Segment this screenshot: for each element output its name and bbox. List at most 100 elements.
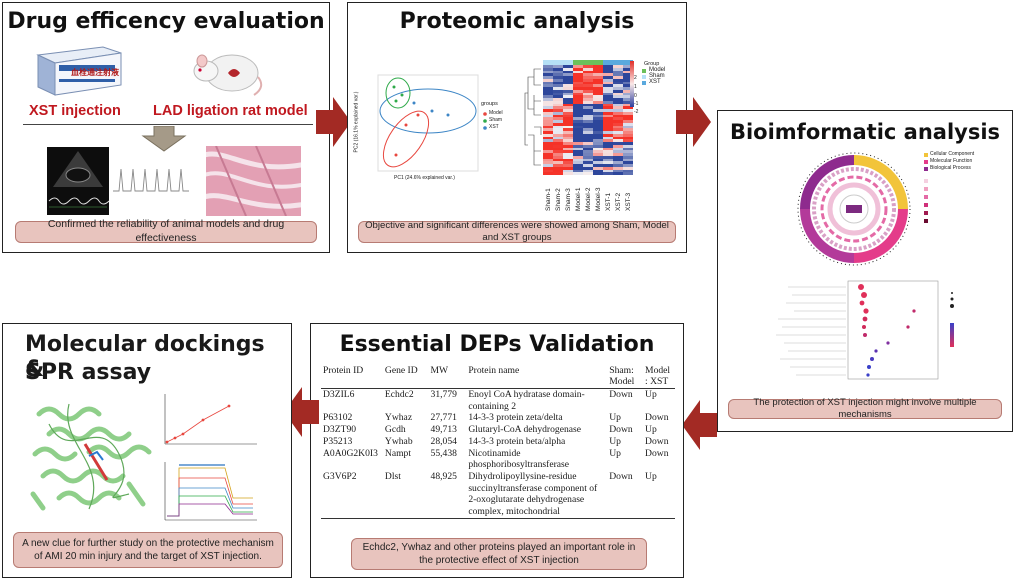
dep-cell-pid: A0A0G2K0I3 [323,447,378,459]
heatmap-cell [553,106,564,110]
heatmap-cell [593,150,604,154]
heatmap-cell [603,111,614,115]
go-legend-bp: Biological Process [930,165,971,171]
heatmap-cell [623,98,634,102]
heatmap-cell [573,144,584,148]
heatmap-cell [613,144,624,148]
heatmap-cell [613,125,624,129]
heatmap-cell [573,166,584,170]
heatmap-cell [613,117,624,121]
heatmap-cell [573,81,584,85]
heatmap-cell [593,120,604,124]
dep-cell-gid: Gcdh [384,424,406,436]
go-legend-mf: Molecular Function [930,158,973,164]
heatmap-cell [573,136,584,140]
heatmap-cell [583,136,594,140]
heatmap-cell [573,158,584,162]
heatmap-cell [583,139,594,143]
heatmap-cell [613,155,624,159]
heatmap-cell [613,106,624,110]
heatmap-cell [583,103,594,107]
right-arrow-icon [316,97,352,152]
heatmap-cell [593,98,604,102]
dep-cell-name: Nicotinamide phosphoribosyltransferase [468,447,570,471]
heatmap-cell [623,142,634,146]
heatmap-cell [543,92,554,96]
dep-cell-sm: Down [607,470,644,519]
heatmap-cell [583,78,594,82]
heatmap-cell [623,92,634,96]
heatmap-cell [583,117,594,121]
heatmap-cell [583,172,594,176]
heatmap-cell [563,147,574,151]
heatmap-cell [553,89,564,93]
heatmap-cell [573,133,584,137]
heatmap-cell [623,67,634,71]
heatmap-cell [593,76,604,80]
heatmap-cell [563,128,574,132]
heatmap-cell [553,76,564,80]
heatmap-cell [543,98,554,102]
heatmap-cell [573,100,584,104]
validation-title: Essential DEPs Validation [339,332,655,357]
validation-caption: Echdc2, Ywhaz and other proteins played … [351,538,647,570]
docking-caption: A new clue for further study on the prot… [13,532,283,568]
heatmap-cell [623,131,634,135]
heatmap-cell [583,106,594,110]
dep-cell-mw: 27,771 [430,412,457,424]
heatmap-cell [603,78,614,82]
heatmap-cell [543,144,554,148]
heatmap-cell [563,169,574,173]
heatmap-cell [563,111,574,115]
heatmap-cell [553,169,564,173]
heatmap-cell [553,150,564,154]
heatmap-cell [623,89,634,93]
heatmap-cell [553,87,564,91]
heatmap-cell [583,70,594,74]
heatmap-cell [583,95,594,99]
protein-docking-image [29,394,153,519]
heatmap-cell [623,76,634,80]
heatmap-cell [603,81,614,85]
heatmap-cell [543,155,554,159]
heatmap-cell [543,111,554,115]
dep-table-grid: Protein ID Gene ID MW Protein name Sham:… [321,364,675,519]
heatmap-sample-label: XST-2 [615,192,622,211]
heatmap-cell [543,81,554,85]
dep-cell-mw: 49,713 [430,424,457,436]
heatmap-cell [543,161,554,165]
heatmap-cell [623,128,634,132]
heatmap-cell [613,95,624,99]
header-protein-id: Protein ID [321,364,383,389]
heatmap-cell [543,76,554,80]
heatmap-cell [623,95,634,99]
heatmap-cell [563,70,574,74]
heatmap-cell [613,128,624,132]
heatmap-cell [543,125,554,129]
dep-cell-gid: Nampt [384,447,412,459]
heatmap-cell [623,87,634,91]
heatmap-cell [593,133,604,137]
heatmap-cell [573,153,584,157]
dep-cell-name: 14-3-3 protein zeta/delta [468,412,563,424]
heatmap-cell [603,172,614,176]
heatmap-cell [593,89,604,93]
proteomic-title: Proteomic analysis [399,9,635,34]
heatmap-cell [543,164,554,168]
dep-cell-gid: Dlst [382,470,429,519]
heatmap-cell [593,125,604,129]
heatmap-cell [603,144,614,148]
heatmap-cell [583,142,594,146]
heatmap-cell [603,158,614,162]
heatmap-cell [543,122,554,126]
dep-cell-sm: Up [609,447,621,459]
heatmap-cell [623,103,634,107]
heatmap-cell [553,153,564,157]
heatmap-cell [543,117,554,121]
heatmap-cell [603,114,614,118]
scale-label-m2: -2 [634,109,639,115]
heatmap-cell [583,164,594,168]
